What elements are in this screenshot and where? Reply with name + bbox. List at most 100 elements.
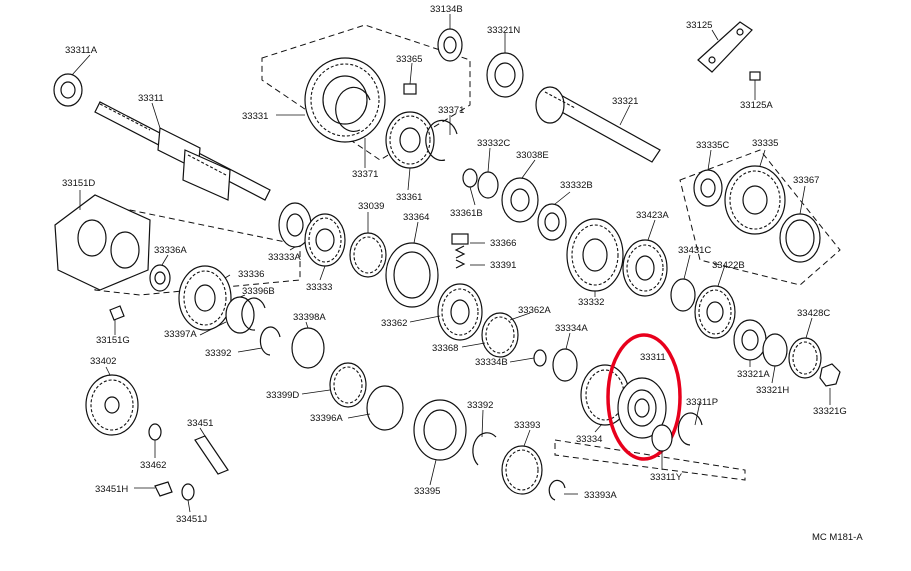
sleeve-33431C bbox=[670, 278, 696, 312]
bolt-33125A bbox=[749, 71, 761, 81]
gear-33362 bbox=[437, 283, 483, 341]
countershaft-33321 bbox=[535, 86, 661, 163]
label-33334A: 33334A bbox=[555, 323, 588, 334]
label-33335C: 33335C bbox=[696, 140, 729, 151]
label-33451H: 33451H bbox=[95, 484, 128, 495]
bearing-33334A bbox=[552, 348, 578, 382]
label-33365: 33365 bbox=[396, 54, 422, 65]
snap-ring-33371-a bbox=[335, 86, 371, 132]
label-33462: 33462 bbox=[140, 460, 166, 471]
label-33451J: 33451J bbox=[176, 514, 207, 525]
washer-33451J bbox=[181, 483, 195, 501]
label-33039: 33039 bbox=[358, 201, 384, 212]
snap-ring-33393A bbox=[548, 479, 566, 501]
counter-gear-33335C bbox=[693, 169, 723, 207]
washer-33334B bbox=[533, 349, 547, 367]
gear-33335 bbox=[724, 165, 786, 235]
label-33321: 33321 bbox=[612, 96, 638, 107]
label-33311Y: 33311Y bbox=[650, 472, 683, 483]
label-33428C: 33428C bbox=[797, 308, 830, 319]
label-33336: 33336 bbox=[238, 269, 264, 280]
label-33368: 33368 bbox=[432, 343, 458, 354]
label-33331: 33331 bbox=[242, 111, 268, 122]
synchro-sleeve-33331 bbox=[304, 57, 386, 143]
ring-33367 bbox=[779, 213, 821, 263]
label-33332C: 33332C bbox=[477, 138, 510, 149]
label-33396A: 33396A bbox=[310, 413, 343, 424]
reverse-shaft-33451 bbox=[194, 435, 229, 475]
gear-33336 bbox=[178, 265, 232, 331]
snap-ring-33392-lower bbox=[472, 432, 497, 466]
label-33422B: 33422B bbox=[712, 260, 745, 271]
washer-33462 bbox=[148, 423, 162, 441]
sync-ring-33399D bbox=[329, 362, 367, 408]
label-33321A: 33321A bbox=[737, 369, 770, 380]
label-33134B: 33134B bbox=[430, 4, 463, 15]
label-33399D: 33399D bbox=[266, 390, 299, 401]
label-33321G: 33321G bbox=[813, 406, 847, 417]
ring-33398A bbox=[291, 327, 325, 369]
label-33334: 33334 bbox=[576, 434, 602, 445]
label-33333: 33333 bbox=[306, 282, 332, 293]
label-33125A: 33125A bbox=[740, 100, 773, 111]
bearing-33321N bbox=[486, 52, 524, 98]
label-33393: 33393 bbox=[514, 420, 540, 431]
diagram-code: MC M181-A bbox=[812, 532, 863, 543]
sync-ring-33399D-teeth bbox=[333, 366, 363, 404]
synchro-33368-teeth bbox=[485, 316, 515, 354]
snap-ring-33392-left bbox=[259, 326, 281, 356]
input-shaft-33311 bbox=[94, 101, 271, 201]
spring-33391 bbox=[454, 245, 466, 269]
ring-33321H bbox=[762, 333, 788, 367]
label-33371-b: 33371 bbox=[438, 105, 464, 116]
bearing-33311A bbox=[53, 73, 83, 107]
label-33398A: 33398A bbox=[293, 312, 326, 323]
hub-33393 bbox=[501, 445, 543, 495]
label-33402: 33402 bbox=[90, 356, 116, 367]
label-33311A: 33311A bbox=[65, 45, 98, 56]
bearing-retainer-33151D bbox=[54, 194, 151, 291]
synchro-33396B bbox=[225, 296, 255, 334]
label-33431C: 33431C bbox=[678, 245, 711, 256]
shifting-key-33365 bbox=[403, 83, 417, 95]
ring-33311Y bbox=[651, 424, 673, 452]
label-33367: 33367 bbox=[793, 175, 819, 186]
label-33362: 33362 bbox=[381, 318, 407, 329]
sleeve-33395 bbox=[413, 399, 467, 461]
label-33311: 33311 bbox=[138, 93, 164, 104]
label-33366: 33366 bbox=[490, 238, 516, 249]
label-33336A: 33336A bbox=[154, 245, 187, 256]
label-33333A: 33333A bbox=[268, 252, 301, 263]
label-33371-a: 33371 bbox=[352, 169, 378, 180]
bearing-33311-highlighted bbox=[617, 377, 667, 439]
label-33151D: 33151D bbox=[62, 178, 95, 189]
synchro-ring-33039 bbox=[349, 232, 387, 278]
bracket-33125 bbox=[697, 21, 753, 73]
label-33451: 33451 bbox=[187, 418, 213, 429]
highlight-circle bbox=[606, 333, 682, 461]
synchro-33396A bbox=[366, 385, 404, 431]
label-33335: 33335 bbox=[752, 138, 778, 149]
label-33321H: 33321H bbox=[756, 385, 789, 396]
gear-33038E bbox=[501, 177, 539, 223]
label-33038E: 33038E bbox=[516, 150, 549, 161]
group-outline-main-shaft bbox=[261, 24, 471, 161]
key-33366 bbox=[451, 233, 469, 245]
gear-33332 bbox=[566, 218, 624, 292]
snap-ring-33311P bbox=[677, 412, 703, 446]
label-33397A: 33397A bbox=[164, 329, 197, 340]
label-33361: 33361 bbox=[396, 192, 422, 203]
label-33151G: 33151G bbox=[96, 335, 130, 346]
gear-33332B bbox=[537, 203, 567, 241]
label-33393A: 33393A bbox=[584, 490, 617, 501]
label-33311P: 33311P bbox=[686, 397, 718, 408]
label-33332B: 33332B bbox=[560, 180, 593, 191]
gear-33423A bbox=[622, 239, 668, 297]
label-33423A: 33423A bbox=[636, 210, 669, 221]
seal-33134B bbox=[437, 28, 463, 62]
gear-33428C bbox=[788, 337, 822, 379]
label-33361B: 33361B bbox=[450, 208, 483, 219]
label-33332: 33332 bbox=[578, 297, 604, 308]
bolt-33151G bbox=[109, 305, 125, 321]
